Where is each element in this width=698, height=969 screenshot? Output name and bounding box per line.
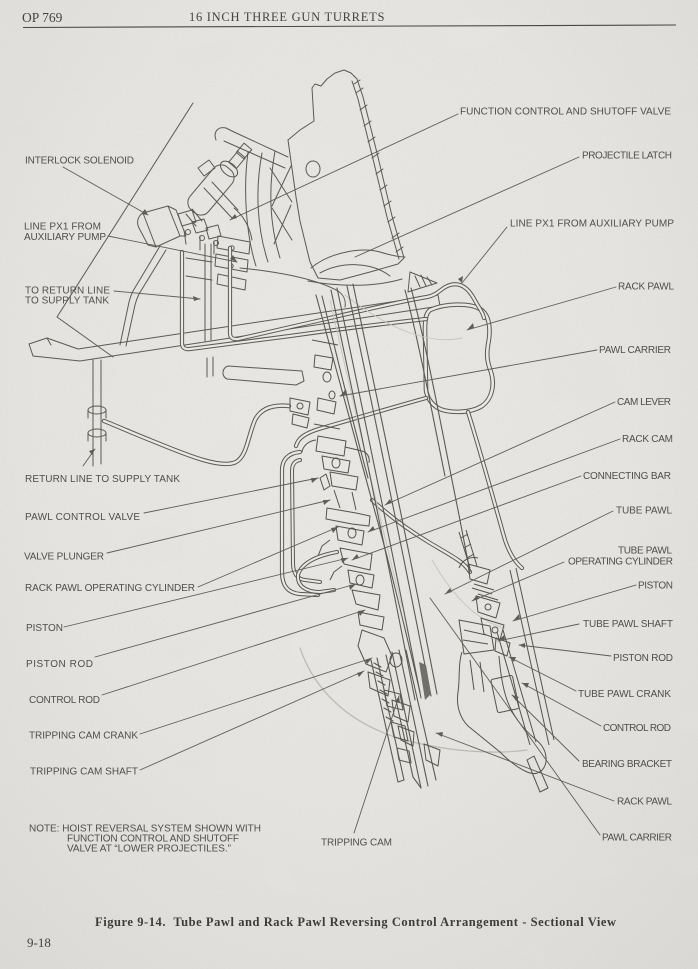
svg-text:FUNCTION CONTROL AND SHUTOFF: FUNCTION CONTROL AND SHUTOFF — [67, 834, 239, 845]
svg-text:TUBE PAWL CRANK: TUBE PAWL CRANK — [578, 689, 671, 700]
svg-text:OP 769: OP 769 — [22, 10, 63, 25]
svg-text:OPERATING CYLINDER: OPERATING CYLINDER — [568, 557, 673, 568]
svg-text:TRIPPING CAM SHAFT: TRIPPING CAM SHAFT — [30, 767, 138, 778]
svg-text:CONTROL ROD: CONTROL ROD — [29, 695, 100, 706]
svg-text:PAWL CARRIER: PAWL CARRIER — [602, 833, 672, 844]
svg-text:INTERLOCK SOLENOID: INTERLOCK SOLENOID — [25, 156, 134, 167]
svg-text:PISTON ROD: PISTON ROD — [613, 653, 673, 664]
svg-text:RACK PAWL OPERATING CYLINDER: RACK PAWL OPERATING CYLINDER — [25, 583, 195, 594]
svg-text:PISTON ROD: PISTON ROD — [26, 659, 93, 670]
svg-text:RACK PAWL: RACK PAWL — [617, 797, 672, 808]
svg-text:CONNECTING BAR: CONNECTING BAR — [583, 471, 671, 482]
svg-text:VALVE PLUNGER: VALVE PLUNGER — [24, 552, 104, 563]
svg-text:LINE PX1 FROM: LINE PX1 FROM — [24, 222, 101, 233]
svg-text:RETURN LINE TO SUPPLY TANK: RETURN LINE TO SUPPLY TANK — [25, 474, 180, 485]
svg-text:FUNCTION CONTROL AND SHUTOFF V: FUNCTION CONTROL AND SHUTOFF VALVE — [460, 107, 671, 118]
svg-text:PISTON: PISTON — [26, 623, 63, 634]
svg-text:VALVE AT “LOWER PROJECTILES.”: VALVE AT “LOWER PROJECTILES.” — [67, 844, 231, 855]
svg-text:TRIPPING CAM CRANK: TRIPPING CAM CRANK — [29, 731, 138, 742]
svg-text:NOTE: HOIST REVERSAL SYSTEM SH: NOTE: HOIST REVERSAL SYSTEM SHOWN WITH — [29, 824, 261, 835]
svg-text:RACK PAWL: RACK PAWL — [618, 282, 674, 293]
svg-text:TRIPPING CAM: TRIPPING CAM — [321, 838, 392, 849]
svg-text:RACK CAM: RACK CAM — [622, 434, 673, 445]
svg-text:Figure 9-14. Tube Pawl and Ra: Figure 9-14. Tube Pawl and Rack Pawl Rev… — [95, 915, 616, 929]
svg-text:CAM LEVER: CAM LEVER — [617, 397, 671, 408]
svg-text:LINE PX1 FROM AUXILIARY PUMP: LINE PX1 FROM AUXILIARY PUMP — [510, 219, 674, 230]
svg-text:AUXILIARY PUMP: AUXILIARY PUMP — [24, 232, 106, 243]
svg-text:BEARING BRACKET: BEARING BRACKET — [582, 759, 672, 770]
svg-text:CONTROL ROD: CONTROL ROD — [603, 723, 671, 734]
svg-text:16 INCH THREE GUN TURRETS: 16 INCH THREE GUN TURRETS — [189, 10, 386, 24]
svg-text:TUBE PAWL: TUBE PAWL — [618, 546, 672, 557]
svg-text:PROJECTILE LATCH: PROJECTILE LATCH — [582, 151, 672, 162]
svg-text:TO RETURN LINE: TO RETURN LINE — [25, 286, 110, 297]
svg-text:9-18: 9-18 — [27, 935, 51, 950]
svg-text:TUBE PAWL: TUBE PAWL — [616, 506, 672, 517]
svg-text:PAWL CONTROL VALVE: PAWL CONTROL VALVE — [25, 512, 140, 523]
svg-text:TO SUPPLY TANK: TO SUPPLY TANK — [25, 296, 109, 307]
svg-text:PISTON: PISTON — [638, 581, 673, 592]
svg-text:PAWL CARRIER: PAWL CARRIER — [599, 345, 671, 356]
svg-text:TUBE PAWL SHAFT: TUBE PAWL SHAFT — [583, 619, 673, 630]
